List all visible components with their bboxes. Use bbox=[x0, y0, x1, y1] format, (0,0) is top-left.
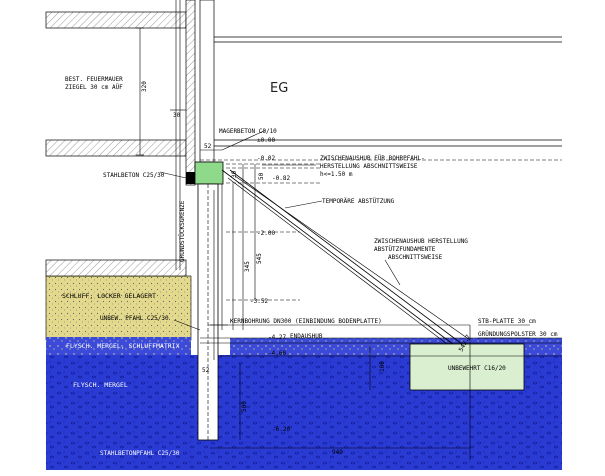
pile bbox=[197, 183, 219, 441]
wall-label-1: BEST. FEUERMAUER bbox=[65, 76, 123, 83]
flysch-mergel-label: FLYSCH. MERGEL bbox=[73, 381, 128, 389]
left-strip bbox=[46, 340, 191, 355]
endaushub-label: ENDAUSHUB bbox=[290, 333, 323, 340]
dim-50: 50 bbox=[258, 172, 265, 180]
dim-500: 500 bbox=[241, 401, 248, 412]
dim-m200: -2.00 bbox=[257, 230, 275, 237]
zwischenaushub-1-line-1: ZWISCHENAUSHUB FÜR BOHRPFAHL- bbox=[320, 155, 425, 162]
dim-345: 345 bbox=[244, 261, 251, 272]
foundation-unbewehrt bbox=[409, 343, 525, 391]
dim-pm000: ±0.00 bbox=[257, 137, 275, 144]
dim-320: 320 bbox=[141, 81, 148, 92]
dim-m002: -0.02 bbox=[257, 155, 275, 162]
upper-slab bbox=[45, 139, 187, 157]
zwischenaushub-2-line-2: ABSTÜTZFUNDAMENTE bbox=[374, 246, 436, 253]
wall-label-2: ZIEGEL 30 cm AÜF bbox=[65, 84, 123, 91]
building-structure bbox=[45, 0, 562, 277]
gruendungspolster-label: GRÜNDUNGSPOLSTER 30 cm bbox=[478, 331, 558, 338]
unbew-pfahl-label: UNBEW. PFAHL C25/30 bbox=[100, 315, 169, 322]
dimension-lines bbox=[136, 27, 471, 460]
dim-949: 949 bbox=[332, 449, 343, 456]
dim-m620: -6.20 bbox=[272, 426, 290, 433]
stahlbeton-label: STAHLBETON C25/30 bbox=[103, 172, 165, 179]
temporaere-label: TEMPORÄRE ABSTÜTZUNG bbox=[322, 198, 395, 205]
dim-30b: 30 bbox=[231, 170, 238, 178]
grundstuecksgrenze-label: GRUNDSTÜCKSGRENZE bbox=[179, 200, 186, 262]
zwischenaushub-2-line-3: ABSCHNITTSWEISE bbox=[388, 254, 443, 261]
wall-column bbox=[185, 0, 196, 186]
temporary-strut bbox=[221, 169, 471, 351]
schluff-label: SCHLUFF, LOCKER GELAGERT bbox=[62, 292, 156, 300]
flysch-mergel-schluff-label: FLYSCH. MERGEL, SCHLUFFMATRIX bbox=[66, 342, 180, 350]
magerbeton-block bbox=[194, 161, 224, 185]
dim-100: 100 bbox=[379, 361, 386, 372]
stahlbeton-cap bbox=[186, 172, 195, 184]
stb-platte-label: STB-PLATTE 30 cm bbox=[478, 318, 536, 325]
lower-slab bbox=[45, 259, 187, 277]
magerbeton-label: MAGERBETON C8/10 bbox=[219, 128, 277, 135]
schluff-layer bbox=[45, 275, 192, 341]
zwischenaushub-2-line-1: ZWISCHENAUSHUB HERSTELLUNG bbox=[374, 238, 468, 245]
kernbohrung-label: KERNBOHRUNG DN300 (EINBINDUNG BODENPLATT… bbox=[230, 318, 382, 325]
zwischenaushub-1-line-2: HERSTELLUNG ABSCHNITTSWEISE bbox=[320, 163, 418, 170]
wall-column-inner bbox=[199, 0, 215, 163]
floor-label: EG bbox=[270, 81, 288, 96]
dim-52-bot: 52 bbox=[202, 367, 210, 374]
dim-m082: -0.82 bbox=[272, 175, 290, 182]
dim-m460: -4.60 bbox=[268, 350, 286, 357]
dim-545: 545 bbox=[256, 253, 263, 264]
roof-slab bbox=[45, 11, 187, 29]
dim-30: 30 bbox=[173, 112, 181, 119]
zwischenaushub-1-line-3: h<=1.50 m bbox=[320, 171, 353, 178]
leader-lines bbox=[159, 129, 530, 339]
dim-m427: -4.27 bbox=[268, 334, 286, 341]
stahlbetonpfahl-label: STAHLBETONPFAHL C25/30 bbox=[100, 450, 180, 457]
dim-m352: -3.52 bbox=[250, 298, 268, 305]
dim-52-top: 52 bbox=[204, 143, 212, 150]
unbewehrt-label: UNBEWEHRT C16/20 bbox=[448, 365, 506, 372]
